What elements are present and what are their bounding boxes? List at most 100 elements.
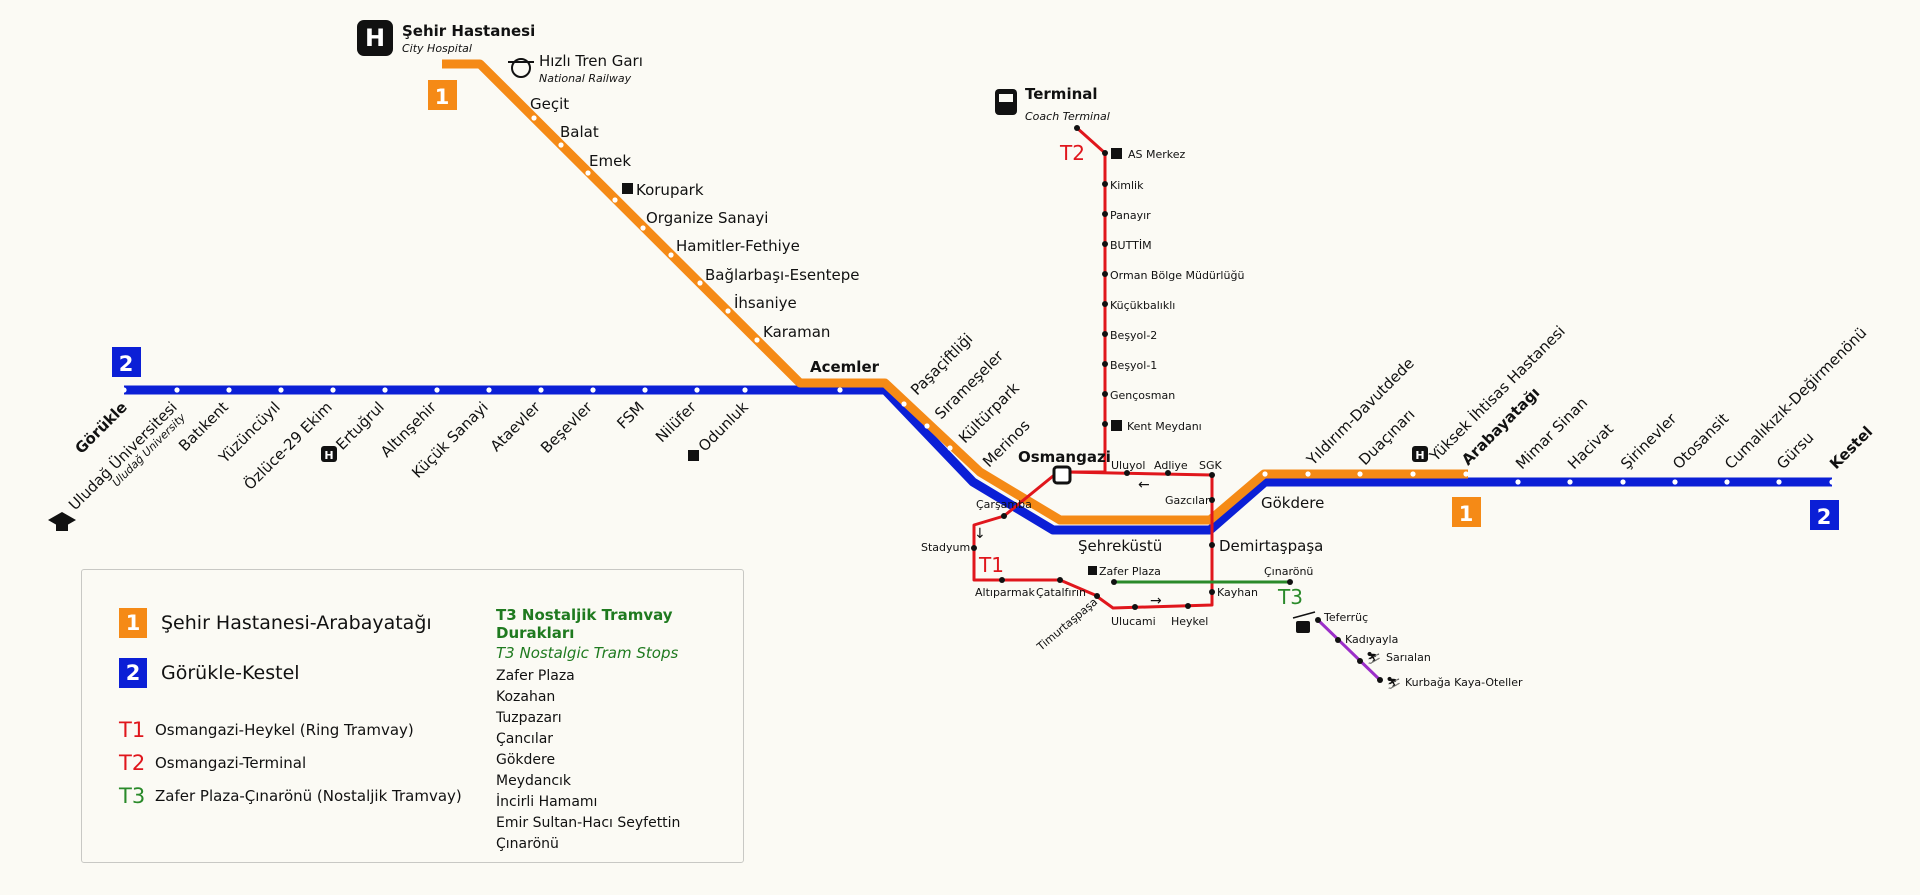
- stop-sgk: SGK: [1199, 459, 1223, 472]
- stop-adliye: Adliye: [1154, 459, 1188, 472]
- line-1-stop-dots: [531, 115, 1469, 477]
- stop-besyol-2: Beşyol-2: [1110, 329, 1157, 342]
- stop-demirtaspasa: Demirtaşpaşa: [1219, 537, 1323, 555]
- stop-ataevler: Ataevler: [487, 398, 545, 456]
- stop-acemler: Acemler: [810, 358, 880, 376]
- stop-gecit: Geçit: [530, 95, 569, 113]
- stop-altiparmak: Altıparmak: [975, 586, 1035, 599]
- arrow-right-icon: →: [1150, 593, 1162, 609]
- stop-cinaronu: Çınarönü: [1264, 565, 1313, 578]
- line-1-center-labels: Paşaçiftliği Sırameşeler Kültürpark Meri…: [907, 330, 1034, 471]
- stop-kayhan: Kayhan: [1217, 586, 1258, 599]
- line-east-labels: Yıldırım-Davutdede Duaçınarı Yüksek İhti…: [1302, 321, 1876, 472]
- t2-labels: AS Merkez Kimlik Panayır BUTTİM Orman Bö…: [1110, 148, 1244, 433]
- svg-text:H: H: [1415, 449, 1424, 462]
- line-2-badge: 2: [119, 658, 147, 688]
- line-2-west-labels: Görükle Uludağ Üniversitesi Uludağ Unive…: [64, 397, 752, 513]
- stop-besyol-1: Beşyol-1: [1110, 359, 1157, 372]
- svg-text:H: H: [365, 24, 385, 52]
- t2-route: [1065, 126, 1107, 474]
- arrow-down-icon: ↓: [974, 526, 986, 542]
- t1-route: [972, 470, 1214, 610]
- stop-osmangazi[interactable]: Osmangazi: [1018, 448, 1111, 466]
- graduation-cap-icon: [48, 512, 76, 531]
- stop-kucukbalikli: Küçükbalıklı: [1110, 299, 1175, 312]
- list-item: İncirli Hamamı: [496, 794, 598, 810]
- t3-name: Zafer Plaza-Çınarönü (Nostaljik Tramvay): [155, 787, 462, 805]
- stop-gazcilar: Gazcılar: [1165, 494, 1210, 507]
- stop-panayir: Panayır: [1110, 209, 1151, 222]
- line-2-route: [124, 385, 1832, 535]
- terminal-title: Terminal: [1025, 85, 1098, 103]
- stop-odunluk: Odunluk: [695, 398, 752, 455]
- t2-name: Osmangazi-Terminal: [155, 754, 307, 772]
- t1-label: T1: [978, 553, 1004, 577]
- skier-icon: ⛷: [1386, 676, 1401, 690]
- t3-stop-list: T3 Nostaljik Tramvay Durakları T3 Nostal…: [496, 606, 736, 855]
- hospital-icon: H: [1412, 446, 1428, 462]
- legend-t3: T3 Zafer Plaza-Çınarönü (Nostaljik Tramv…: [119, 784, 462, 808]
- stop-buttim: BUTTİM: [1110, 239, 1152, 252]
- hospital-subtitle: City Hospital: [402, 42, 472, 55]
- stop-emek: Emek: [589, 152, 631, 170]
- bus-icon: [995, 89, 1017, 115]
- stop-sarialan: Sarıalan: [1386, 651, 1431, 664]
- stop-timurtaspasa: Timurtaşpaşa: [1034, 595, 1100, 654]
- stop-hamitler: Hamitler-Fethiye: [676, 237, 800, 255]
- line-1-labels: Geçit Balat Emek Korupark Organize Sanay…: [530, 95, 860, 341]
- t2-code: T2: [119, 751, 146, 775]
- list-item: Meydancık: [496, 773, 572, 789]
- stop-gokdere: Gökdere: [1261, 494, 1324, 512]
- arrow-left-icon: ←: [1138, 477, 1150, 493]
- shopping-bag-icon: [688, 450, 699, 461]
- rail-subtitle: National Railway: [539, 72, 632, 85]
- legend-t1: T1 Osmangazi-Heykel (Ring Tramvay): [119, 718, 414, 742]
- shopping-bag-icon: [622, 183, 633, 194]
- t1-name: Osmangazi-Heykel (Ring Tramvay): [155, 721, 414, 739]
- legend-line-1-name: Şehir Hastanesi-Arabayatağı: [161, 612, 432, 634]
- stop-fsm: FSM: [613, 398, 648, 433]
- stop-ihsaniye: İhsaniye: [734, 293, 797, 312]
- rail-title: Hızlı Tren Garı: [539, 52, 643, 70]
- stop-kent-meydani: Kent Meydanı: [1127, 420, 1202, 433]
- t3-heading: T3 Nostaljik Tramvay Durakları: [496, 606, 673, 642]
- stop-orman-bolge: Orman Bölge Müdürlüğü: [1110, 269, 1244, 282]
- shopping-bag-icon: [1088, 566, 1097, 575]
- shopping-bag-icon: [1111, 420, 1122, 431]
- stop-zafer-plaza: Zafer Plaza: [1099, 565, 1161, 578]
- stop-kimlik: Kimlik: [1110, 179, 1144, 192]
- stop-catalfirin: Çatalfırın: [1036, 586, 1086, 599]
- stop-carsamba: Çarşamba: [976, 498, 1032, 511]
- stop-heykel: Heykel: [1171, 615, 1208, 628]
- t1-code: T1: [119, 718, 146, 742]
- osmangazi-interchange-icon[interactable]: [1052, 465, 1072, 485]
- stop-kurbaga-kaya: Kurbağa Kaya-Oteller: [1405, 676, 1523, 689]
- stop-as-merkez: AS Merkez: [1128, 148, 1186, 161]
- stop-organize-sanayi: Organize Sanayi: [646, 209, 768, 227]
- list-item: Gökdere: [496, 752, 556, 768]
- line-2-badge-east: [1810, 500, 1839, 530]
- hospital-icon: H: [321, 446, 337, 462]
- line-1-badge-end: [1452, 497, 1481, 527]
- t3-heading-en: T3 Nostalgic Tram Stops: [496, 644, 679, 662]
- stop-uluyol: Uluyol: [1111, 459, 1145, 472]
- t2-label: T2: [1059, 141, 1085, 165]
- stop-baglarbasi: Bağlarbaşı-Esentepe: [705, 266, 860, 284]
- list-item: Emir Sultan-Hacı Seyfettin: [496, 815, 681, 831]
- stop-teferruc: Teferrüç: [1323, 611, 1368, 624]
- stop-stadyum: Stadyum: [921, 541, 970, 554]
- svg-text:2: 2: [1817, 505, 1832, 529]
- line-1-badge: 1: [119, 608, 147, 638]
- stop-ulucami: Ulucami: [1111, 615, 1156, 628]
- svg-text:2: 2: [119, 352, 134, 376]
- list-item: Çınarönü: [496, 836, 559, 852]
- cable-car-labels: Teferrüç Kadıyayla Sarıalan Kurbağa Kaya…: [1323, 611, 1523, 689]
- train-icon: [508, 58, 534, 78]
- list-item: Zafer Plaza: [496, 668, 575, 684]
- stop-sehrekustu: Şehreküstü: [1078, 537, 1162, 555]
- legend-t2: T2 Osmangazi-Terminal: [119, 751, 306, 775]
- t1-labels: Uluyol Adliye SGK Gazcılar Kayhan Heykel…: [921, 459, 1258, 654]
- legend-line-2: 2 Görükle-Kestel: [119, 658, 300, 688]
- stop-gencosman: Gençosman: [1110, 389, 1175, 402]
